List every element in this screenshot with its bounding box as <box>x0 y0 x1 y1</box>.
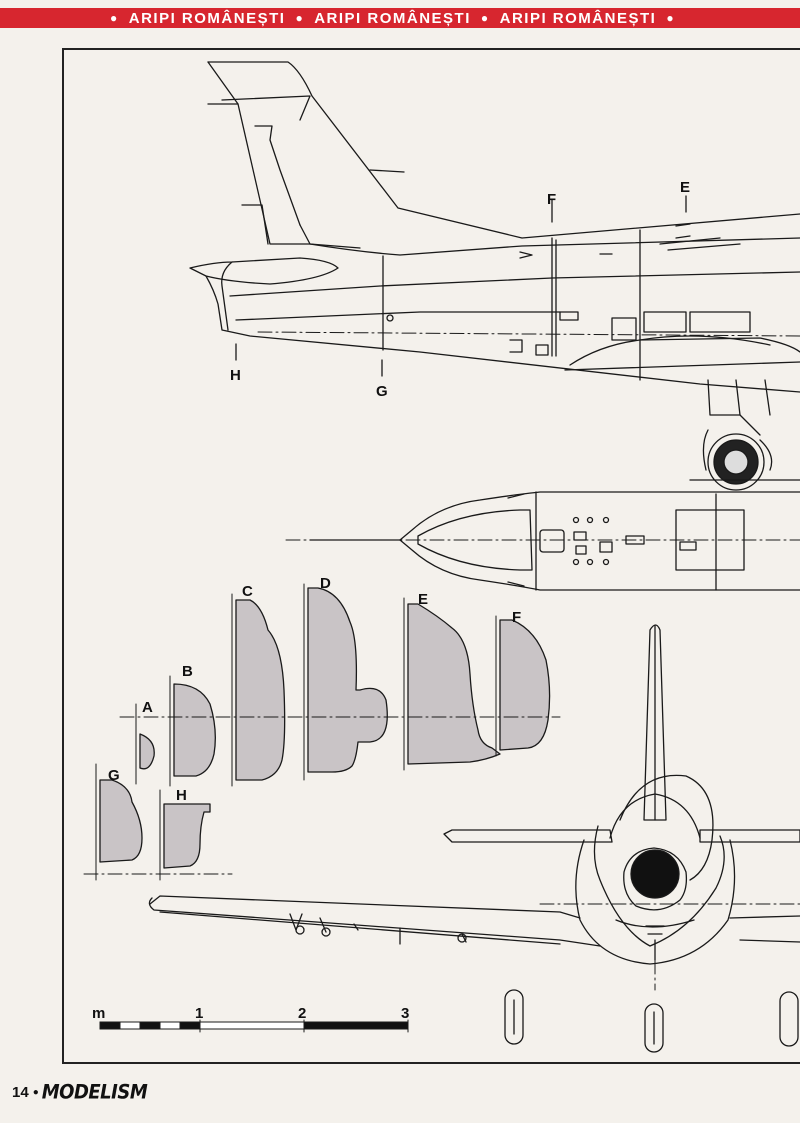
station-label-f: F <box>547 191 556 208</box>
footer-bullet: ● <box>32 1087 39 1098</box>
page-footer: 14 ● MODELISM <box>12 1080 148 1105</box>
scale-bar <box>99 1019 409 1033</box>
section-label-g: G <box>108 767 120 784</box>
side-view-fuselage <box>189 61 800 491</box>
station-label-e: E <box>680 179 690 196</box>
section-label-e: E <box>418 591 428 608</box>
scale-tick-label: 1 <box>195 1005 203 1022</box>
section-label-h: H <box>176 787 187 804</box>
labels: F E H G A B C D E F G H m 1 2 3 <box>92 179 690 1022</box>
banner-item: ARIPI ROMÂNEȘTI <box>499 9 657 27</box>
section-label-d: D <box>320 575 331 592</box>
section-label-f: F <box>512 609 521 626</box>
banner-bullet: ● <box>480 11 490 25</box>
magazine-logo: MODELISM <box>41 1080 148 1105</box>
scale-tick-label: 2 <box>298 1005 306 1022</box>
banner-bullet: ● <box>110 11 119 25</box>
cross-sections <box>83 583 561 881</box>
section-label-b: B <box>182 663 193 680</box>
page-number: 14 <box>12 1084 29 1101</box>
banner-bullet: ● <box>295 11 305 25</box>
scale-tick-label: 3 <box>401 1005 409 1022</box>
station-label-h: H <box>230 367 241 384</box>
scale-unit: m <box>92 1005 105 1022</box>
banner-bullet: ● <box>666 11 676 25</box>
section-label-a: A <box>142 699 153 716</box>
top-view-fuselage <box>285 491 800 591</box>
banner-item: ARIPI ROMÂNEȘTI <box>314 9 471 27</box>
front-view <box>148 624 800 1053</box>
top-banner: ● ARIPI ROMÂNEȘTI ● ARIPI ROMÂNEȘTI ● AR… <box>0 8 800 28</box>
station-label-g: G <box>376 383 388 400</box>
banner-item: ARIPI ROMÂNEȘTI <box>128 9 286 27</box>
drawing-frame <box>62 48 800 1064</box>
section-label-c: C <box>242 583 253 600</box>
